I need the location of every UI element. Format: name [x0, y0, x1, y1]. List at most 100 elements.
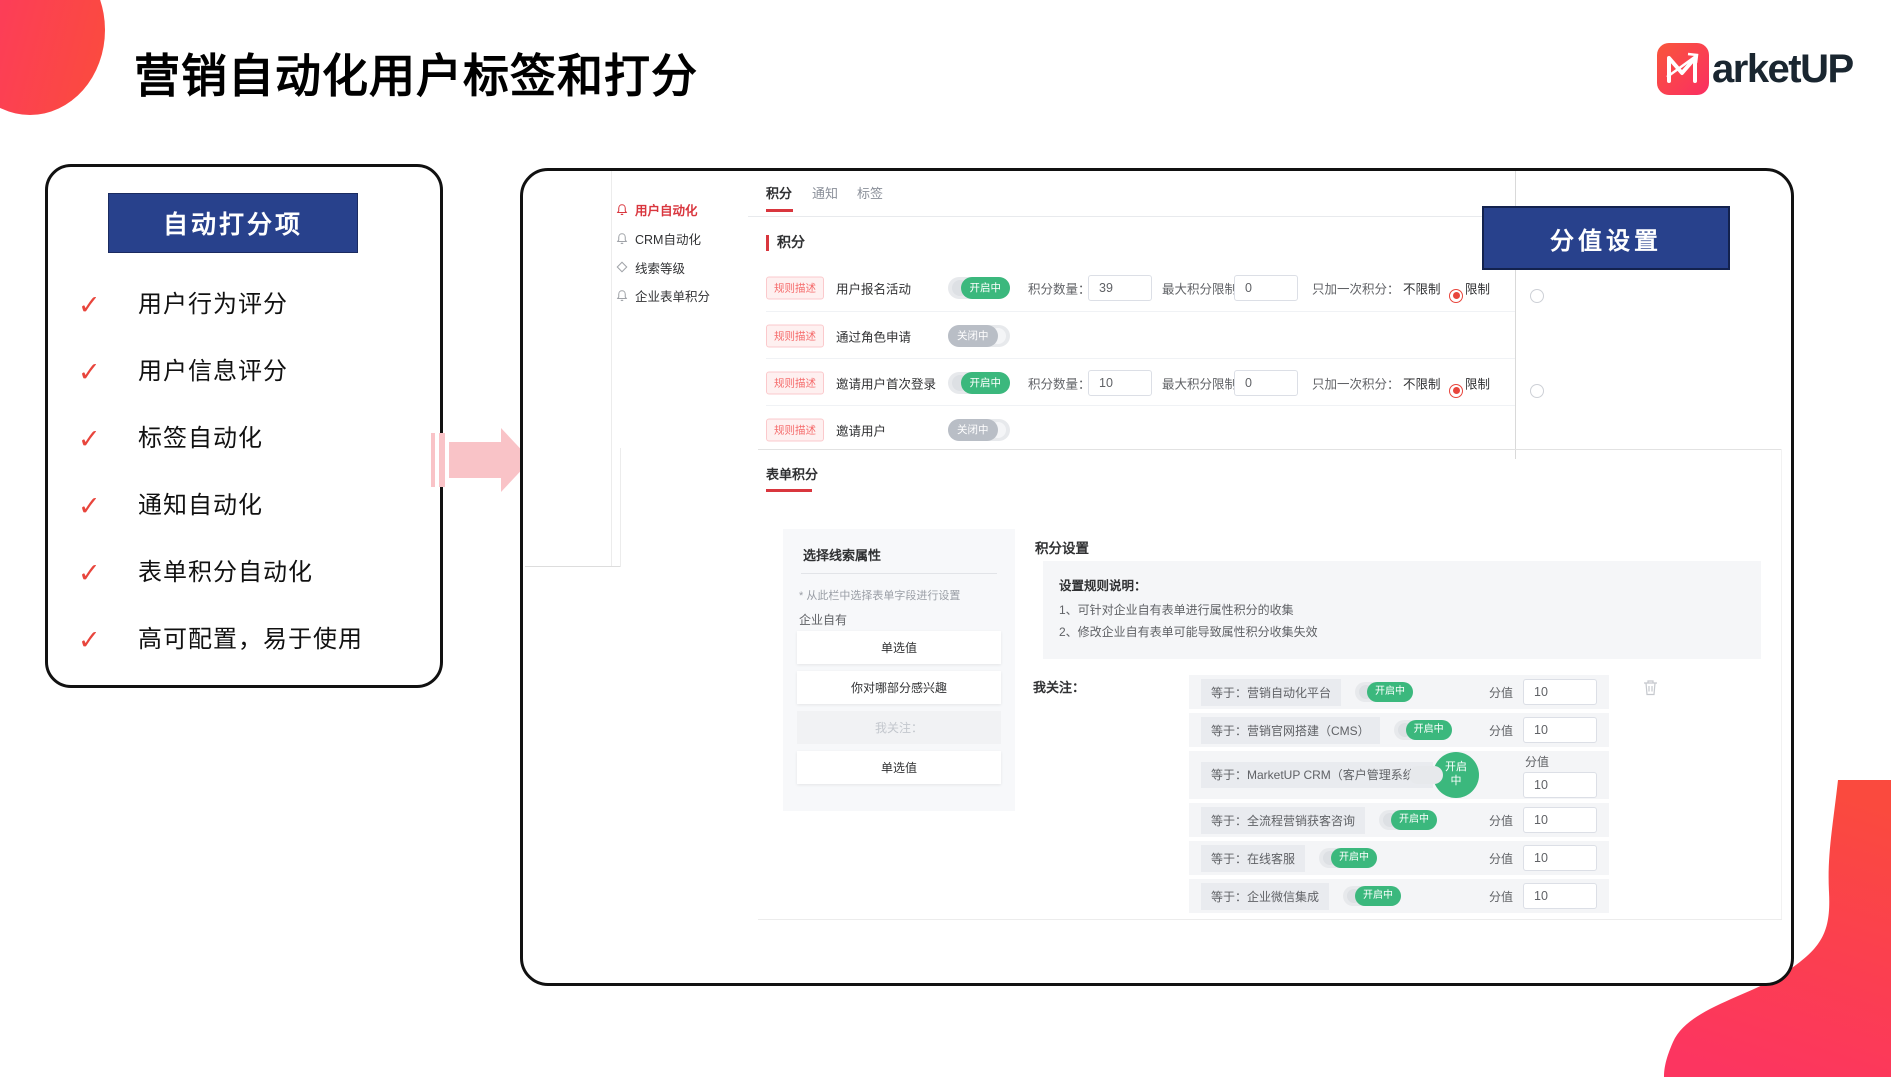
points-amount-input[interactable] [1088, 369, 1152, 396]
rule-desc-badge[interactable]: 规则描述 [766, 324, 824, 347]
attribute-panel-header: 选择线索属性 [803, 548, 882, 563]
value-input[interactable] [1523, 845, 1597, 871]
radio-limited[interactable] [1529, 288, 1544, 303]
value-row: 等于：在线客服 开启中 分值 [1189, 841, 1609, 875]
arrow-stripe [431, 433, 435, 487]
value-input[interactable] [1523, 807, 1597, 833]
divider [801, 573, 997, 574]
marketup-m-icon [1656, 42, 1710, 96]
points-amount-label: 积分数量： [1028, 282, 1091, 296]
toggle-label: 开启中 [1391, 810, 1438, 830]
value-label: 分值 [1488, 685, 1513, 700]
value-input[interactable] [1523, 679, 1597, 705]
sidebar-item-crm-automation[interactable]: CRM自动化 [616, 228, 701, 248]
row-toggle[interactable]: 开启中 [1409, 752, 1479, 798]
row-toggle[interactable]: 开启中 [1379, 810, 1438, 830]
rule-toggle[interactable]: 关闭中 [948, 324, 1010, 347]
rule-name: 邀请用户 [836, 424, 887, 438]
feature-label: 标签自动化 [138, 425, 263, 452]
max-points-label: 最大积分限制： [1162, 377, 1250, 391]
feature-item: ✓ 通知自动化 [78, 490, 363, 522]
section-accent-bar [766, 235, 769, 251]
field-button[interactable]: 单选值 [797, 751, 1001, 784]
tab-points[interactable]: 积分 [766, 186, 793, 201]
feature-item: ✓ 高可配置，易于使用 [78, 624, 363, 656]
corner-blob-top-left [0, 0, 105, 115]
row-toggle[interactable]: 开启中 [1319, 848, 1378, 868]
right-arrow-icon [449, 442, 501, 478]
value-input[interactable] [1523, 717, 1597, 743]
points-settings-title: 积分设置 [1035, 541, 1089, 556]
condition-label: 等于：全流程营销获客咨询 [1201, 806, 1366, 834]
feature-item: ✓ 标签自动化 [78, 423, 363, 455]
value-row: 等于：营销自动化平台 开启中 分值 [1189, 675, 1609, 709]
screenshot-edge [1515, 171, 1516, 459]
field-button[interactable]: 单选值 [797, 631, 1001, 664]
value-input[interactable] [1523, 883, 1597, 909]
row-toggle[interactable]: 开启中 [1343, 886, 1402, 906]
row-toggle[interactable]: 开启中 [1355, 682, 1414, 702]
logo-text: arketUP [1712, 46, 1854, 91]
feature-label: 表单积分自动化 [138, 559, 313, 586]
toggle-label: 开启中 [960, 276, 1010, 299]
sidebar-item-label: 线索等级 [635, 261, 686, 276]
rule-row: 规则描述 邀请用户 关闭中 [766, 406, 1518, 453]
attribute-group-label: 企业自有 [799, 613, 848, 627]
toggle-label: 开启中 [1367, 682, 1414, 702]
sidebar-item-label: 用户自动化 [635, 203, 698, 218]
tab-notify[interactable]: 通知 [812, 186, 839, 201]
rule-toggle[interactable]: 关闭中 [948, 418, 1010, 441]
field-button-selected[interactable]: 我关注： [797, 711, 1001, 744]
rule-toggle[interactable]: 开启中 [948, 371, 1010, 394]
once-only-label: 只加一次积分： [1312, 377, 1400, 391]
diamond-icon [616, 261, 628, 273]
radio-unlimited[interactable] [1449, 383, 1464, 398]
rule-desc-badge[interactable]: 规则描述 [766, 418, 824, 441]
bell-icon [616, 289, 628, 302]
check-icon: ✓ [78, 558, 101, 588]
toggle-label: 关闭中 [948, 324, 998, 347]
toggle-label: 关闭中 [948, 418, 998, 441]
features-panel: 自动打分项 ✓ 用户行为评分 ✓ 用户信息评分 ✓ 标签自动化 ✓ 通知自动化 … [45, 164, 443, 688]
lead-attribute-panel: 选择线索属性 * 从此栏中选择表单字段进行设置 企业自有 单选值 你对哪部分感兴… [783, 529, 1015, 811]
radio-unlimited-label: 不限制 [1403, 282, 1441, 296]
radio-limited[interactable] [1529, 383, 1544, 398]
marketup-logo: arketUP [1656, 42, 1854, 96]
sidebar-item-form-points[interactable]: 企业表单积分 [616, 285, 710, 305]
value-label: 分值 [1488, 813, 1513, 828]
form-points-tab[interactable]: 表单积分 [766, 467, 819, 482]
row-toggle[interactable]: 开启中 [1393, 720, 1452, 740]
max-points-input[interactable] [1234, 274, 1298, 301]
radio-unlimited[interactable] [1449, 288, 1464, 303]
form-points-underline [766, 489, 812, 492]
check-icon: ✓ [78, 357, 101, 387]
max-points-input[interactable] [1234, 369, 1298, 396]
rule-desc-badge[interactable]: 规则描述 [766, 276, 824, 299]
condition-label: 等于：企业微信集成 [1201, 882, 1330, 910]
screenshot-edge [758, 449, 1782, 450]
points-amount-input[interactable] [1088, 274, 1152, 301]
once-only-label: 只加一次积分： [1312, 282, 1400, 296]
field-button[interactable]: 你对哪部分感兴趣 [797, 671, 1001, 704]
value-input[interactable] [1523, 771, 1597, 798]
tab-tags[interactable]: 标签 [857, 186, 884, 201]
rule-desc-badge[interactable]: 规则描述 [766, 371, 824, 394]
value-label: 分值 [1488, 889, 1513, 904]
value-stack: 分值 [1523, 753, 1597, 798]
rule-row: 规则描述 通过角色申请 关闭中 [766, 312, 1518, 359]
value-row: 等于：营销官网搭建（CMS） 开启中 分值 [1189, 713, 1609, 747]
rules-instructions-box: 设置规则说明： 1、可针对企业自有表单进行属性积分的收集 2、修改企业自有表单可… [1043, 561, 1761, 659]
focus-value-rows: 等于：营销自动化平台 开启中 分值 等于：营销官网搭建（CMS） 开启中 分值 … [1189, 675, 1609, 913]
check-icon: ✓ [78, 424, 101, 454]
radio-limited-label: 限制 [1465, 377, 1491, 391]
rule-toggle[interactable]: 开启中 [948, 276, 1010, 299]
row-separator [766, 358, 1515, 359]
rule-row: 规则描述 用户报名活动 开启中 积分数量： 最大积分限制： 只加一次积分： 不限… [766, 264, 1544, 311]
condition-label: 等于：营销自动化平台 [1201, 678, 1342, 706]
sidebar-item-lead-level[interactable]: 线索等级 [616, 257, 685, 277]
rule-row: 规则描述 邀请用户首次登录 开启中 积分数量： 最大积分限制： 只加一次积分： … [766, 359, 1544, 406]
instruction-line: 1、可针对企业自有表单进行属性积分的收集 [1059, 603, 1294, 617]
sidebar-item-user-automation[interactable]: 用户自动化 [616, 199, 698, 219]
instructions-title: 设置规则说明： [1059, 579, 1147, 593]
trash-icon[interactable] [1643, 679, 1658, 701]
